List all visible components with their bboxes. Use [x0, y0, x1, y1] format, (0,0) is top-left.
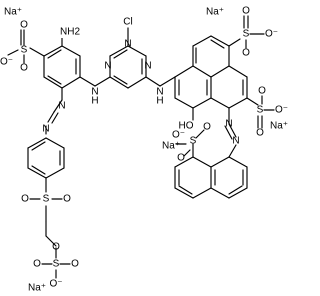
sulfate-o-left: O	[33, 259, 41, 270]
sulfonyl-o-left: O	[21, 194, 29, 205]
sulfate-o-right: O	[71, 259, 79, 270]
azo-n-1b: N	[42, 124, 49, 135]
amino-sulfo-benzene-ring	[43, 45, 81, 89]
naphthalene-core	[174, 35, 248, 109]
hydroxy-group: HO	[179, 121, 194, 132]
sulfonate-o-mid-right-bottom: O	[256, 128, 264, 139]
sulfonate-s-naphthyl: S	[190, 136, 197, 147]
chloro-group: Cl	[123, 17, 132, 28]
amine-linker-left: N	[91, 87, 98, 98]
sulfonate-o-naphthyl-b: O	[177, 153, 185, 164]
triazine-ring	[109, 45, 147, 89]
sulfonate-s-mid-right: S	[257, 105, 264, 116]
sulfate-o-minus: O⁻	[49, 279, 62, 290]
sulfonaphthyl-ring	[174, 156, 248, 199]
amine-h-left: H	[91, 96, 98, 107]
triazine-n-left: N	[104, 61, 111, 72]
sulfonate-o-mid-right-top: O	[258, 86, 266, 97]
azo-n-1a: N	[58, 101, 65, 112]
atom-labels: NH2 O S O⁻ O Cl N N N N H N H N N S O O …	[0, 6, 288, 290]
sodium-ion-4: Na⁺	[162, 141, 180, 152]
sulfonate-o-naphthyl-a: O	[203, 122, 211, 133]
sulfonate-o-minus-left: O⁻	[0, 57, 13, 68]
sulfonate-o-minus-mid-right: O⁻	[275, 105, 288, 116]
ester-o: O	[52, 242, 60, 253]
sulfonyl-o-right: O	[63, 194, 71, 205]
sulfonyl-s: S	[43, 194, 50, 205]
sodium-counter-ions: Na⁺ Na⁺ Na⁺ Na⁺ Na⁺	[4, 7, 288, 294]
sulfonate-o-bottom: O	[20, 63, 28, 74]
sodium-ion-2: Na⁺	[206, 7, 224, 18]
sodium-ion-3: Na⁺	[270, 121, 288, 132]
amine-h-right: H	[156, 96, 163, 107]
reactive-dye-structure: NH2 O S O⁻ O Cl N N N N H N H N N S O O …	[0, 6, 288, 294]
amine-linker-right: N	[156, 87, 163, 98]
azo-n-2b: N	[232, 136, 239, 147]
sulfonate-o-top-right: O	[242, 6, 250, 17]
sodium-ion-1: Na⁺	[4, 7, 22, 18]
triazine-n-top: N	[124, 39, 131, 50]
sulfate-s: S	[53, 259, 60, 270]
triazine-n-right: N	[144, 61, 151, 72]
sulfonate-s-top-right: S	[243, 29, 250, 40]
sulfonylphenyl-ring	[27, 137, 65, 179]
sulfonate-o-minus-naphthyl: O⁻	[172, 130, 185, 141]
sulfonate-s-left: S	[21, 45, 28, 56]
azo-n-2a: N	[225, 119, 232, 130]
structure-canvas: NH2 O S O⁻ O Cl N N N N H N H N N S O O …	[0, 6, 288, 294]
amino-group: NH2	[60, 27, 80, 38]
sulfonate-o-lower-top-right: O	[242, 48, 250, 59]
sulfonate-o-minus-top-right: O⁻	[265, 29, 278, 40]
sulfonate-o-top: O	[20, 20, 28, 31]
sodium-ion-5: Na⁺	[28, 283, 46, 294]
